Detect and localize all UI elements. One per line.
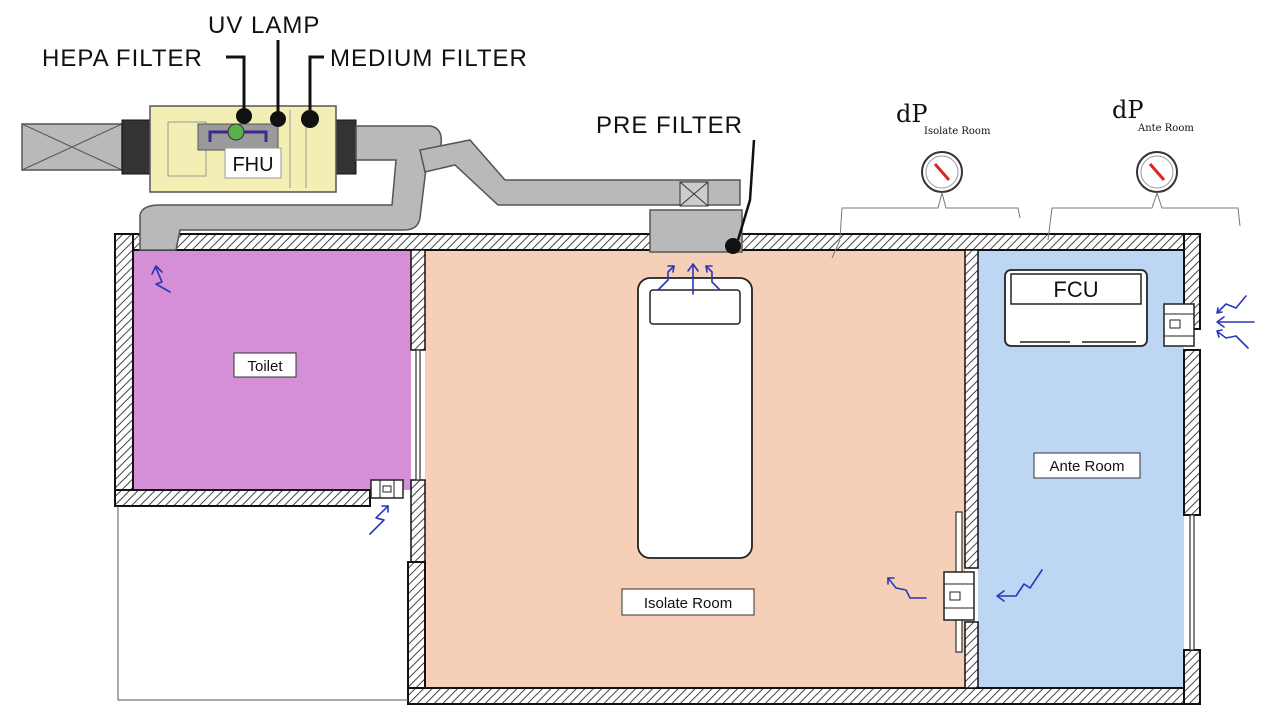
ante-transfer-grille: [943, 571, 975, 621]
fcu-label: FCU: [1053, 277, 1098, 302]
gauge-isolate-main: dP: [896, 100, 928, 128]
gauge-needle: [933, 163, 951, 181]
toilet-label: Toilet: [247, 358, 283, 375]
uv-lamp-label: UV LAMP: [208, 12, 320, 39]
fhu-label: FHU: [232, 154, 273, 176]
isolate-gauge-tap: [831, 239, 841, 259]
isolate-room-label-box: Isolate Room: [621, 588, 755, 616]
ante-room-label-box: Ante Room: [1033, 452, 1141, 479]
isolate-room-pressure-gauge: dP Isolate Room: [839, 100, 1021, 239]
gauge-ante-main: dP: [1112, 96, 1144, 124]
toilet-label-box: Toilet: [233, 352, 297, 378]
gauge-isolate-sub: Isolate Room: [924, 126, 991, 137]
fcu-unit: FCU: [1004, 269, 1148, 347]
pre-filter-label: PRE FILTER: [596, 112, 743, 139]
medium-filter-marker: [301, 110, 319, 128]
hepa-filter-label: HEPA FILTER: [42, 45, 203, 72]
label-leaders: [226, 40, 756, 241]
gauge-ante-sub: Ante Room: [1137, 123, 1194, 134]
medium-filter-label: MEDIUM FILTER: [330, 45, 528, 72]
isolate-room-label: Isolate Room: [644, 595, 732, 612]
outdoor-area-outline: [117, 506, 408, 701]
gauge-needle: [1148, 163, 1166, 181]
walls: [114, 233, 1201, 705]
airflow-arrows: [151, 263, 1255, 602]
uv-lamp-marker: [270, 111, 286, 127]
fresh-air-grille: [1163, 303, 1195, 347]
hospital-bed: [637, 277, 753, 559]
fhu-unit: FHU: [149, 105, 337, 193]
toilet-transfer-grille: [370, 479, 404, 499]
ante-room-pressure-gauge: dP Ante Room: [1047, 96, 1241, 241]
hepa-filter-marker: [236, 108, 252, 124]
ductwork: [21, 119, 743, 254]
ante-room-label: Ante Room: [1049, 458, 1124, 475]
